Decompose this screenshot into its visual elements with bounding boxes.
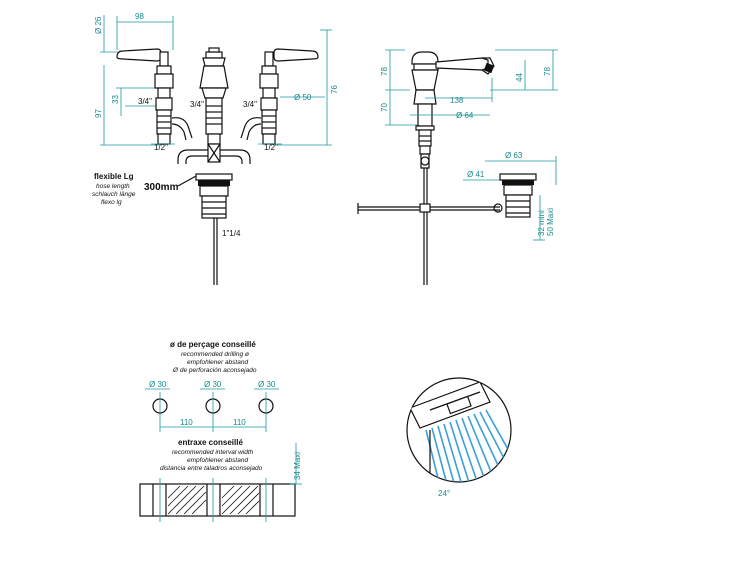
dim-34-maxi: 34 Maxi bbox=[293, 452, 302, 480]
hose-line1: hose length bbox=[96, 183, 130, 190]
hose-line2: schlauch länge bbox=[92, 191, 136, 198]
thread-left-1-2: 1/2" bbox=[154, 143, 168, 152]
drilling-line1: recommended drilling ø bbox=[181, 351, 249, 358]
dim-78-left: 78 bbox=[380, 67, 389, 76]
thread-left-3-4: 3/4" bbox=[138, 97, 152, 106]
interval-line3: distancia entre taladros aconsejado bbox=[160, 465, 263, 472]
interval-line1: recommended interval width bbox=[172, 449, 254, 456]
thread-right-3-4: 3/4" bbox=[243, 100, 257, 109]
dim-50-maxi: 50 Maxi bbox=[546, 208, 555, 236]
hole2-dia: Ø 30 bbox=[204, 380, 222, 389]
dim-64: Ø 64 bbox=[456, 111, 474, 120]
dim-50: Ø 50 bbox=[294, 93, 312, 102]
hose-length: 300mm bbox=[144, 182, 179, 193]
aerator-detail: 24° bbox=[406, 377, 512, 498]
drilling-line2: empfohlener abstand bbox=[187, 359, 248, 366]
detail-circle bbox=[406, 377, 512, 483]
drilling-line3: Ø de perforación aconsejado bbox=[172, 367, 257, 374]
hole1-dia: Ø 30 bbox=[149, 380, 167, 389]
dim-33: 33 bbox=[111, 95, 120, 104]
water-stream bbox=[425, 409, 511, 482]
dim-height-left: 97 bbox=[94, 109, 103, 118]
interval-line2: empfohlener abstand bbox=[187, 457, 248, 464]
dim-44: 44 bbox=[515, 73, 524, 82]
front-view: 98 Ø 26 97 33 3/4" 1/2" bbox=[92, 12, 339, 285]
hole3-dia: Ø 30 bbox=[258, 380, 276, 389]
dim-32-mini: 32 mini bbox=[537, 210, 546, 236]
drilling-title: ø de perçage conseillé bbox=[170, 340, 256, 349]
dim-handle-dia: Ø 26 bbox=[94, 16, 103, 34]
hose-line3: flexo lg bbox=[101, 199, 122, 206]
interval-section: entraxe conseillé recommended interval w… bbox=[139, 438, 302, 522]
interval-title: entraxe conseillé bbox=[178, 438, 243, 447]
dim-70: 70 bbox=[380, 103, 389, 112]
dim-width: 98 bbox=[135, 12, 144, 21]
side-view: 78 70 138 Ø 64 44 bbox=[357, 49, 558, 285]
spacing-2: 110 bbox=[233, 418, 246, 427]
thread-right-1-2: 1/2" bbox=[264, 143, 278, 152]
dim-drain-41: Ø 41 bbox=[467, 170, 485, 179]
aerator-angle: 24° bbox=[438, 489, 450, 498]
dim-138: 138 bbox=[450, 96, 464, 105]
dim-drain-63: Ø 63 bbox=[505, 151, 523, 160]
thread-center-3-4: 3/4" bbox=[190, 100, 204, 109]
drain-view: Ø 63 Ø 41 32 mini 50 Maxi bbox=[463, 151, 557, 241]
drain-thread: 1"1/4 bbox=[222, 229, 241, 238]
dim-76: 76 bbox=[330, 85, 339, 94]
hose-title: flexible Lg bbox=[94, 172, 134, 181]
spacing-1: 110 bbox=[180, 418, 193, 427]
drilling-section: ø de perçage conseillé recommended drill… bbox=[145, 340, 279, 432]
dim-78-right: 78 bbox=[543, 67, 552, 76]
